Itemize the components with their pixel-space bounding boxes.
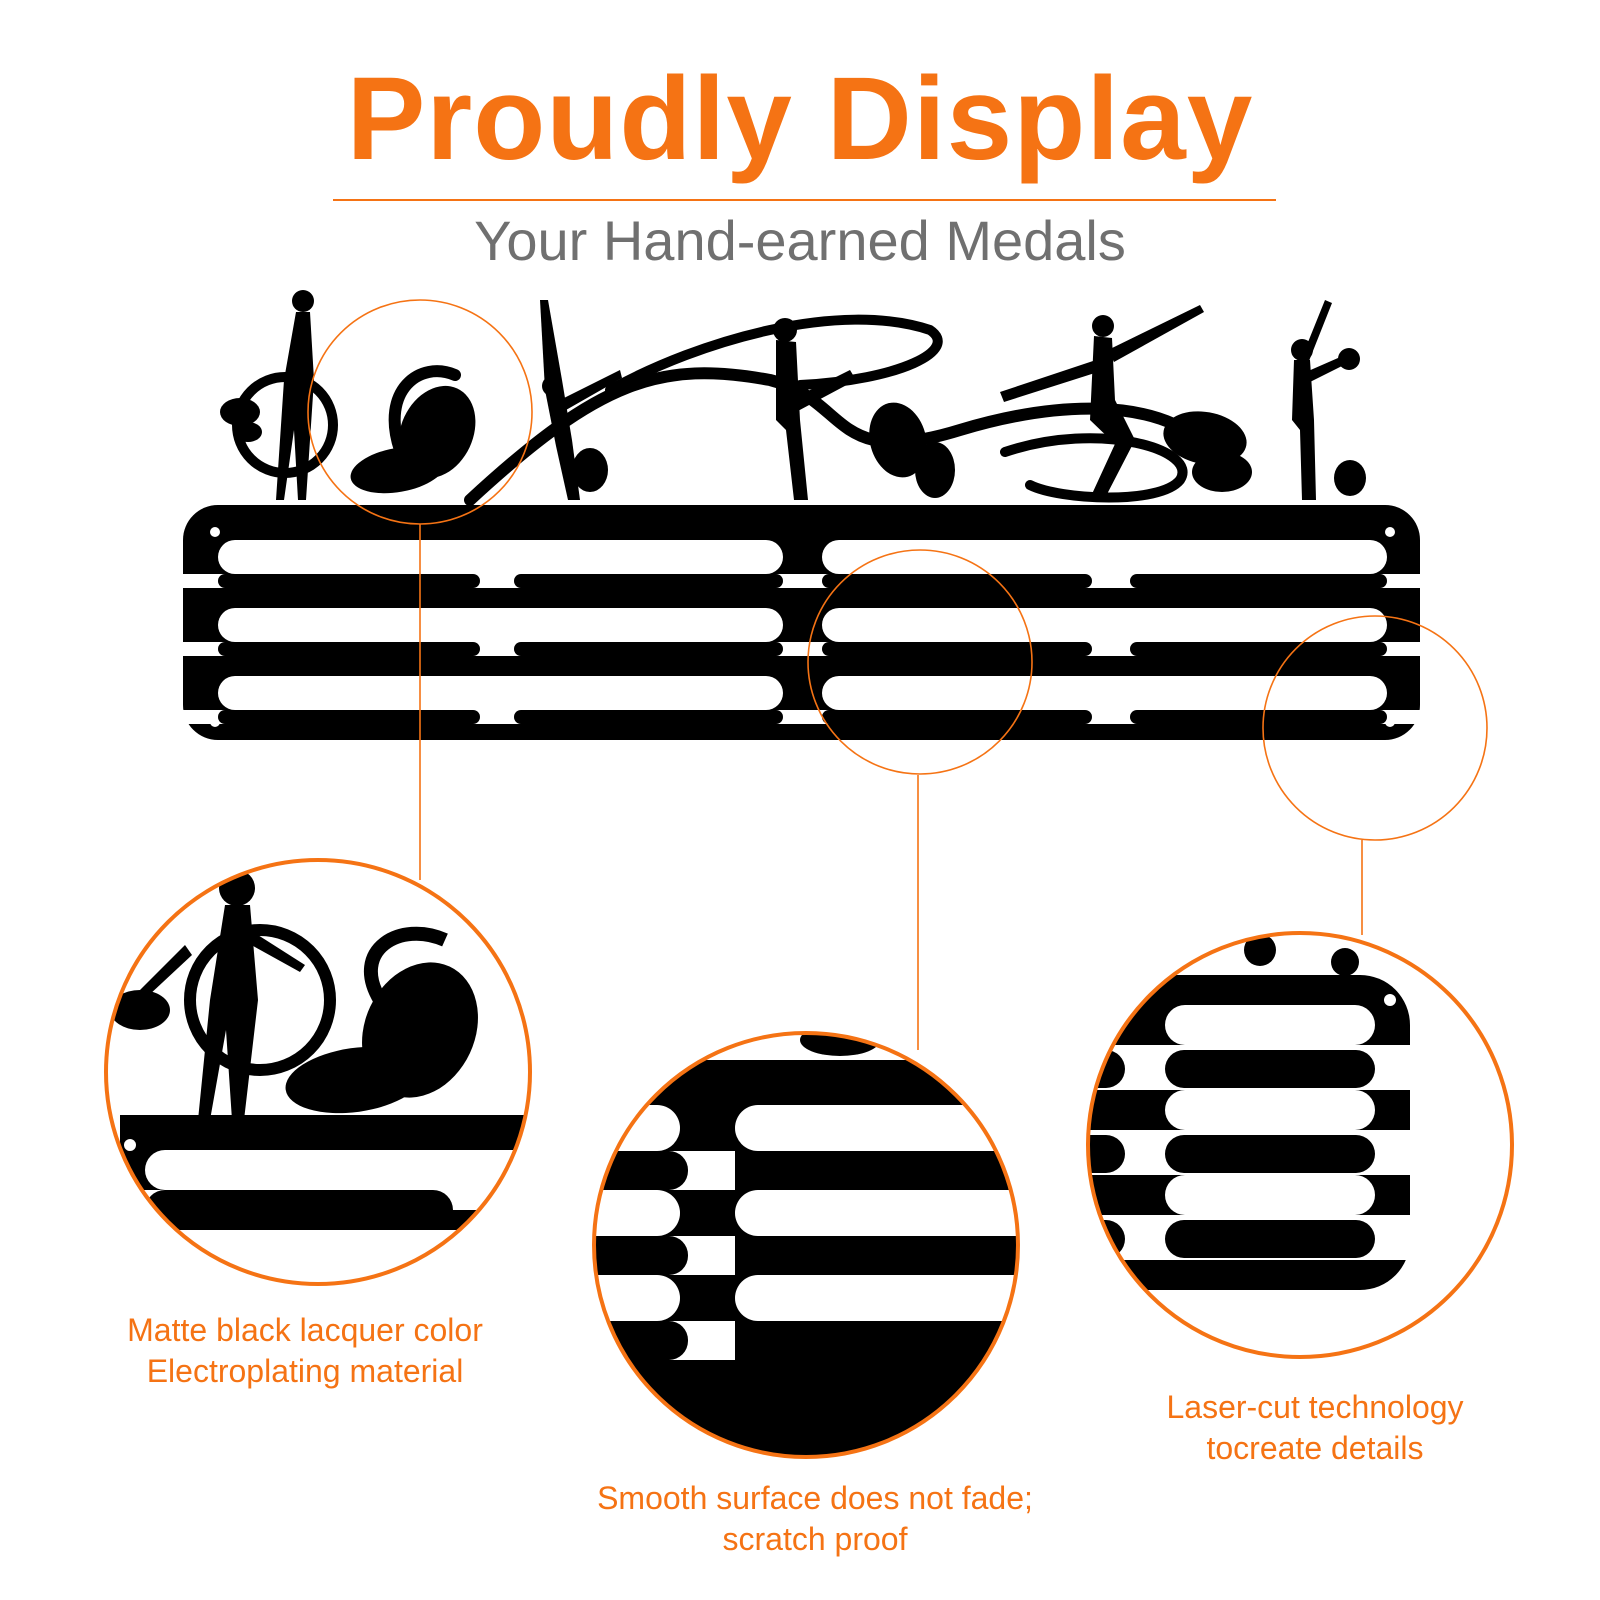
zoom-detail-2 — [592, 1031, 1020, 1459]
callout-markers — [307, 299, 1488, 1050]
title-divider — [333, 199, 1276, 201]
feature-3-line1: Laser-cut technology — [1166, 1389, 1464, 1425]
feature-2-line1: Smooth surface does not fade; — [597, 1480, 1033, 1516]
feature-1-line2: Electroplating material — [146, 1353, 464, 1389]
zoom-detail-3 — [1086, 931, 1514, 1359]
page-subtitle: Your Hand-earned Medals — [474, 209, 1126, 272]
feature-caption-3: Laser-cut technology tocreate details — [1080, 1387, 1550, 1469]
gymnast-silhouettes — [276, 290, 1360, 500]
hanger-bars — [183, 505, 1420, 740]
feature-caption-1: Matte black lacquer color Electroplating… — [55, 1310, 555, 1392]
zoom-detail-1 — [104, 858, 532, 1286]
page-title: Proudly Display — [346, 53, 1254, 185]
feature-3-line2: tocreate details — [1206, 1430, 1424, 1466]
feature-2-line2: scratch proof — [722, 1521, 908, 1557]
butterfly-icons — [220, 385, 1366, 498]
highlight-circle-2 — [807, 549, 1033, 775]
feature-1-line1: Matte black lacquer color — [127, 1312, 483, 1348]
feature-caption-2: Smooth surface does not fade; scratch pr… — [510, 1478, 1120, 1560]
highlight-circle-3 — [1262, 615, 1488, 841]
